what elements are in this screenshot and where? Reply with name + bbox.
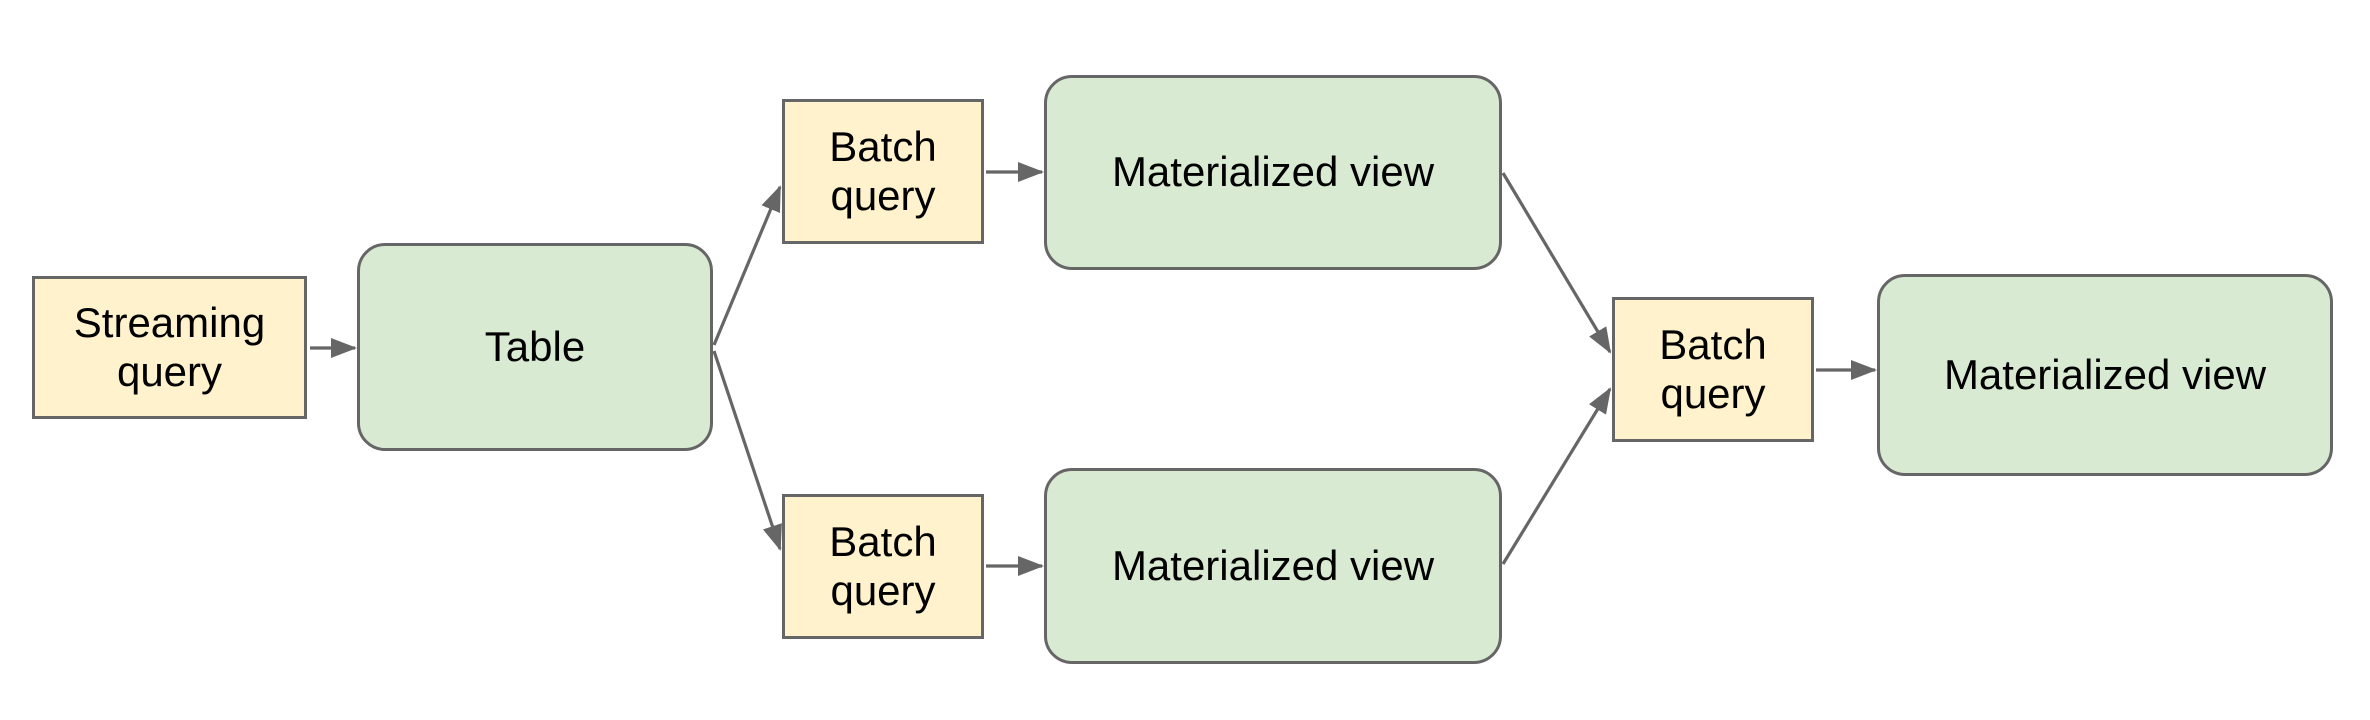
node-streaming-query: Streaming query: [32, 276, 307, 419]
node-label-materialized-view-bottom: Materialized view: [1111, 541, 1435, 589]
node-batch-query-merge: Batch query: [1612, 297, 1814, 442]
arrow-table-to-batch-query-bottom: [712, 350, 782, 551]
node-label-materialized-view-top: Materialized view: [1111, 148, 1435, 196]
node-label-streaming-query: Streaming query: [73, 298, 266, 395]
node-batch-query-top: Batch query: [782, 99, 984, 244]
node-materialized-view-bottom: Materialized view: [1044, 468, 1502, 664]
node-label-batch-query-top: Batch query: [829, 122, 937, 219]
node-batch-query-bottom: Batch query: [782, 494, 984, 639]
node-label-table: Table: [484, 322, 586, 370]
node-materialized-view-final: Materialized view: [1877, 274, 2333, 476]
node-materialized-view-top: Materialized view: [1044, 75, 1502, 270]
arrow-materialized-view-bottom-to-batch-query-merge: [1501, 387, 1612, 565]
node-label-materialized-view-final: Materialized view: [1943, 350, 2267, 398]
arrow-table-to-batch-query-top: [712, 185, 782, 346]
node-table: Table: [357, 243, 713, 451]
arrow-materialized-view-top-to-batch-query-merge: [1501, 172, 1612, 354]
node-label-batch-query-bottom: Batch query: [829, 517, 937, 614]
node-label-batch-query-merge: Batch query: [1659, 320, 1767, 417]
